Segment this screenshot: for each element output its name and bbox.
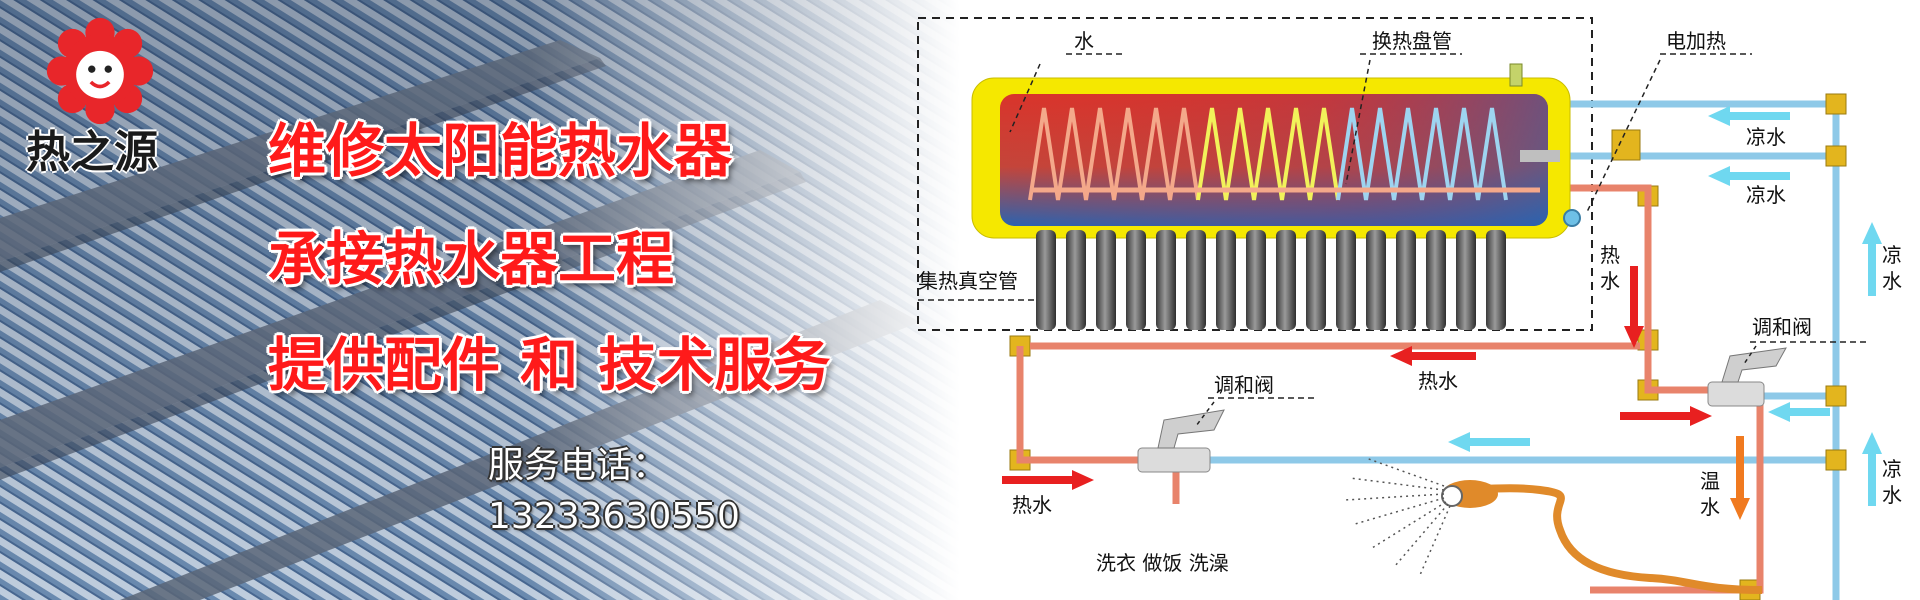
slogan-parts-service: 提供配件 和 技术服务 [268, 331, 831, 399]
slogan-projects: 承接热水器工程 [268, 225, 675, 293]
phone-number: 13233630550 [488, 496, 740, 537]
label-cold-3b: 水 [1882, 269, 1902, 293]
label-hot-1: 热 [1600, 243, 1620, 267]
mixing-valve-right [1707, 347, 1787, 407]
label-hot-2: 热水 [1418, 369, 1458, 393]
cold-water-pipes [1206, 96, 1840, 600]
label-warm: 温 [1700, 469, 1720, 493]
phone-label: 服务电话： [488, 445, 669, 486]
slogan-repair: 维修太阳能热水器 [268, 117, 733, 185]
label-water: 水 [1074, 29, 1094, 53]
label-electric-heater: 电加热 [1666, 29, 1726, 53]
mixing-valve-left [1137, 409, 1225, 473]
flow-arrows [1002, 106, 1882, 520]
label-mixing-valve-left: 调和阀 [1214, 373, 1274, 397]
sun-face-icon [46, 17, 154, 125]
label-cold-2: 凉水 [1746, 183, 1786, 207]
label-warm-b: 水 [1700, 495, 1720, 519]
vacuum-tubes [1036, 230, 1506, 330]
label-hot-3: 热水 [1012, 493, 1052, 517]
label-coil: 换热盘管 [1372, 29, 1452, 53]
pipe-fittings [1009, 93, 1847, 600]
heat-exchange-coil [1028, 107, 1540, 201]
label-cold-3: 凉 [1882, 243, 1902, 267]
logo-text: 热之源 [26, 127, 158, 178]
label-vacuum-tubes: 集热真空管 [918, 269, 1018, 293]
electric-heater [1520, 129, 1641, 227]
label-cold-1: 凉水 [1746, 125, 1786, 149]
label-cold-4: 凉 [1882, 457, 1902, 481]
label-uses: 洗衣 做饭 洗澡 [1096, 551, 1229, 575]
solar-panel-photo [0, 0, 960, 600]
label-cold-4b: 水 [1882, 483, 1902, 507]
shower-head [1344, 457, 1763, 594]
label-hot-1b: 水 [1600, 269, 1620, 293]
label-mixing-valve-right: 调和阀 [1752, 315, 1812, 339]
leader-lines [918, 53, 1868, 427]
